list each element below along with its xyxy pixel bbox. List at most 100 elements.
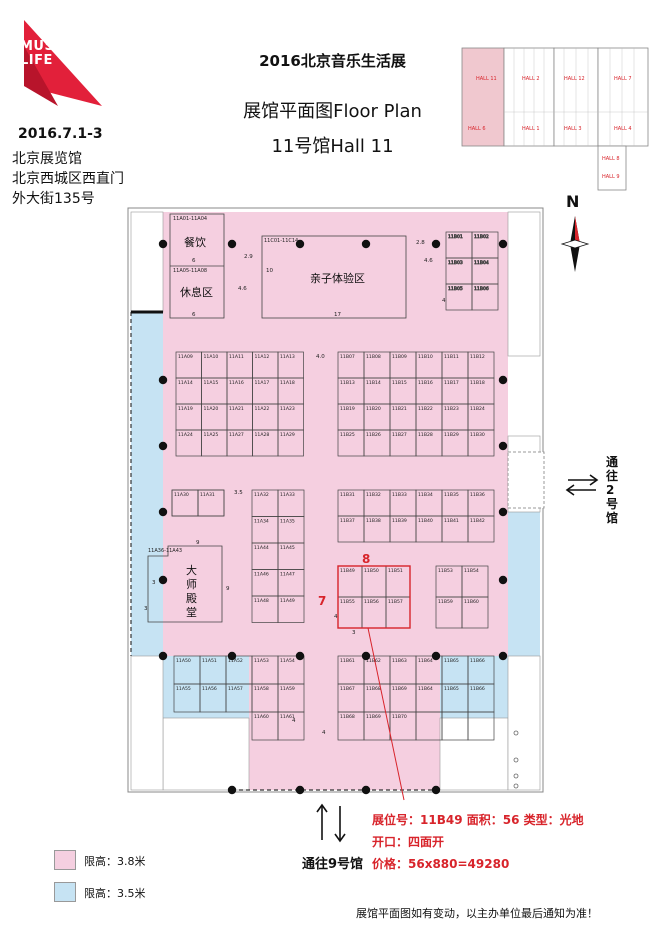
pillar (498, 651, 508, 661)
dim: 2.9 (244, 254, 253, 260)
booth-id: 11B60 (464, 599, 479, 605)
booth-id: 11B68 (340, 714, 355, 720)
pillar (498, 239, 508, 249)
booth-id: 11B11 (444, 354, 459, 360)
booth-id: 11A52 (228, 658, 243, 664)
booth-id: 11B64 (418, 658, 433, 664)
venue-line-2: 北京西城区西直门 (12, 171, 124, 187)
booth-id: 11A12 (255, 354, 270, 360)
booth-id: 11B32 (366, 492, 381, 498)
booth-id: 11A61 (280, 714, 295, 720)
exhibition-title: 2016北京音乐生活展 (259, 52, 406, 70)
booth-cell[interactable] (461, 596, 489, 629)
to-hall-2-label: 通往2号馆 (606, 455, 619, 525)
booth-cell[interactable] (471, 283, 499, 311)
dim: 3 (144, 606, 148, 612)
legend-label-blue: 限高：3.5米 (84, 887, 146, 900)
dim: 4.6 (424, 258, 433, 264)
north-label: N (566, 192, 580, 211)
booth-id: 11B27 (392, 432, 407, 438)
booth-id: 11A48 (254, 598, 269, 604)
booth-id: 11A44 (254, 545, 269, 551)
booth-id: 11A19 (178, 406, 193, 412)
dim: 4 (322, 730, 326, 736)
dim: 6 (192, 258, 196, 264)
booth-cell[interactable] (467, 711, 495, 741)
booth-id: 11B03 (448, 260, 463, 266)
booth-id: 11B65 (444, 658, 459, 664)
booth-id: 11B37 (340, 518, 355, 524)
booth-id: 11B70 (392, 714, 407, 720)
group-label: 11C01-11C14 (264, 238, 298, 244)
booth-cell[interactable] (277, 595, 305, 623)
booth-id: 11B66 (470, 658, 485, 664)
booth-id: 11A32 (254, 492, 269, 498)
booth-id: 11A20 (204, 406, 219, 412)
dim: 4.6 (238, 286, 247, 292)
booth-id: 11A09 (178, 354, 193, 360)
minimap-label: HALL 11 (476, 76, 497, 82)
booth-id: 11B61 (340, 658, 355, 664)
booth-id: 11A25 (204, 432, 219, 438)
zone-rest: 休息区 (180, 285, 213, 299)
booth-cell[interactable] (467, 429, 495, 457)
booth-id: 11B22 (418, 406, 433, 412)
booth-id: 11B51 (388, 568, 403, 574)
dim: 4 (334, 614, 338, 620)
booth-id: 11B68 (366, 686, 381, 692)
booth-id: 11B20 (366, 406, 381, 412)
minimap-label: HALL 6 (468, 126, 486, 132)
booth-id: 11A10 (204, 354, 219, 360)
group-label: 11A01-11A04 (173, 216, 207, 222)
access-arrows (316, 474, 599, 843)
booth-id: 11A17 (255, 380, 270, 386)
legend-label-pink: 限高：3.8米 (84, 855, 146, 868)
booth-cell[interactable] (277, 429, 304, 457)
booth-id: 11B24 (470, 406, 485, 412)
booth-id: 11A53 (254, 658, 269, 664)
marker-8: 8 (362, 552, 370, 566)
booth-11b49-highlight[interactable] (337, 565, 411, 629)
pillar (498, 441, 508, 451)
booth-id: 11B36 (470, 492, 485, 498)
booth-cell[interactable] (467, 515, 495, 543)
pillar (227, 239, 237, 249)
booth-id: 11A24 (178, 432, 193, 438)
booth-id: 11B49 (340, 568, 355, 574)
group-label: 11A05-11A08 (173, 268, 207, 274)
master-char: 殿 (186, 592, 197, 605)
group-label: 11A36-11A43 (148, 548, 182, 554)
music-life-logo: MUSIC LIFE (18, 16, 104, 112)
pillar (498, 575, 508, 585)
dim: 9 (196, 540, 200, 546)
minimap-label: HALL 4 (614, 126, 632, 132)
booth-id: 11A33 (280, 492, 295, 498)
booth-id: 11A45 (280, 545, 295, 551)
dim: 2.8 (416, 240, 425, 246)
booth-id: 11B65 (444, 686, 459, 692)
dim: 10 (266, 268, 273, 274)
booth-id: 11A34 (254, 519, 269, 525)
booth-id: 11B31 (340, 492, 355, 498)
dim: 4.0 (316, 354, 325, 360)
booth-id: 11A29 (280, 432, 295, 438)
booth-id: 11B62 (366, 658, 381, 664)
booth-id: 11B13 (340, 380, 355, 386)
zone-height-3-5-br (440, 656, 508, 718)
booth-cell[interactable] (277, 711, 305, 741)
zone-parent-child: 亲子体验区 (310, 271, 365, 285)
logo-line1: MUSIC (20, 39, 70, 54)
booth-id: 11B23 (444, 406, 459, 412)
booth-id: 11B63 (392, 658, 407, 664)
booth-id: 11A22 (255, 406, 270, 412)
pillar (158, 375, 168, 385)
pillar (431, 239, 441, 249)
booth-id: 11B10 (418, 354, 433, 360)
booth-id: 11B41 (444, 518, 459, 524)
pillar (158, 507, 168, 517)
booth-id: 11B55 (340, 599, 355, 605)
minimap-label: HALL 3 (564, 126, 582, 132)
